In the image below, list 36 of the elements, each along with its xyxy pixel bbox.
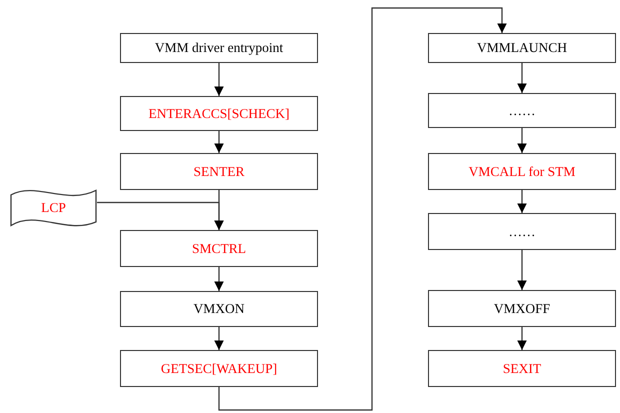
process-box [120, 96, 318, 131]
process-box [428, 93, 616, 128]
step-label: LCP [41, 200, 66, 216]
process-box [120, 291, 318, 327]
arrow [517, 128, 527, 153]
step-label: SEXIT [502, 360, 542, 376]
arrow [517, 250, 527, 290]
step-label: ENTERACCS[SCHECK] [148, 106, 290, 122]
arrow [517, 63, 527, 93]
process-box [120, 230, 318, 267]
process-box [120, 153, 318, 190]
step-label: VMXON [193, 301, 244, 317]
arrow [214, 63, 224, 96]
process-box [428, 213, 616, 250]
arrow [218, 7, 507, 411]
process-box [428, 350, 616, 387]
step-label: …… [508, 102, 536, 118]
process-box [120, 33, 318, 63]
step-label: GETSEC[WAKEUP] [160, 360, 278, 376]
process-box [428, 33, 616, 63]
step-label: …… [508, 224, 536, 240]
arrow [517, 190, 527, 213]
step-label: SENTER [193, 164, 244, 180]
process-box [428, 153, 616, 190]
process-box [120, 350, 318, 387]
arrow [517, 327, 527, 350]
arrow [214, 327, 224, 350]
process-box [428, 290, 616, 327]
step-label: VMM driver entrypoint [154, 40, 284, 56]
step-label: VMMLAUNCH [476, 40, 567, 56]
step-label: VMCALL for STM [468, 164, 576, 180]
arrow [214, 131, 224, 153]
arrow [214, 267, 224, 291]
step-label: VMXOFF [494, 300, 550, 316]
step-label: SMCTRL [192, 240, 246, 256]
arrow [97, 202, 224, 230]
